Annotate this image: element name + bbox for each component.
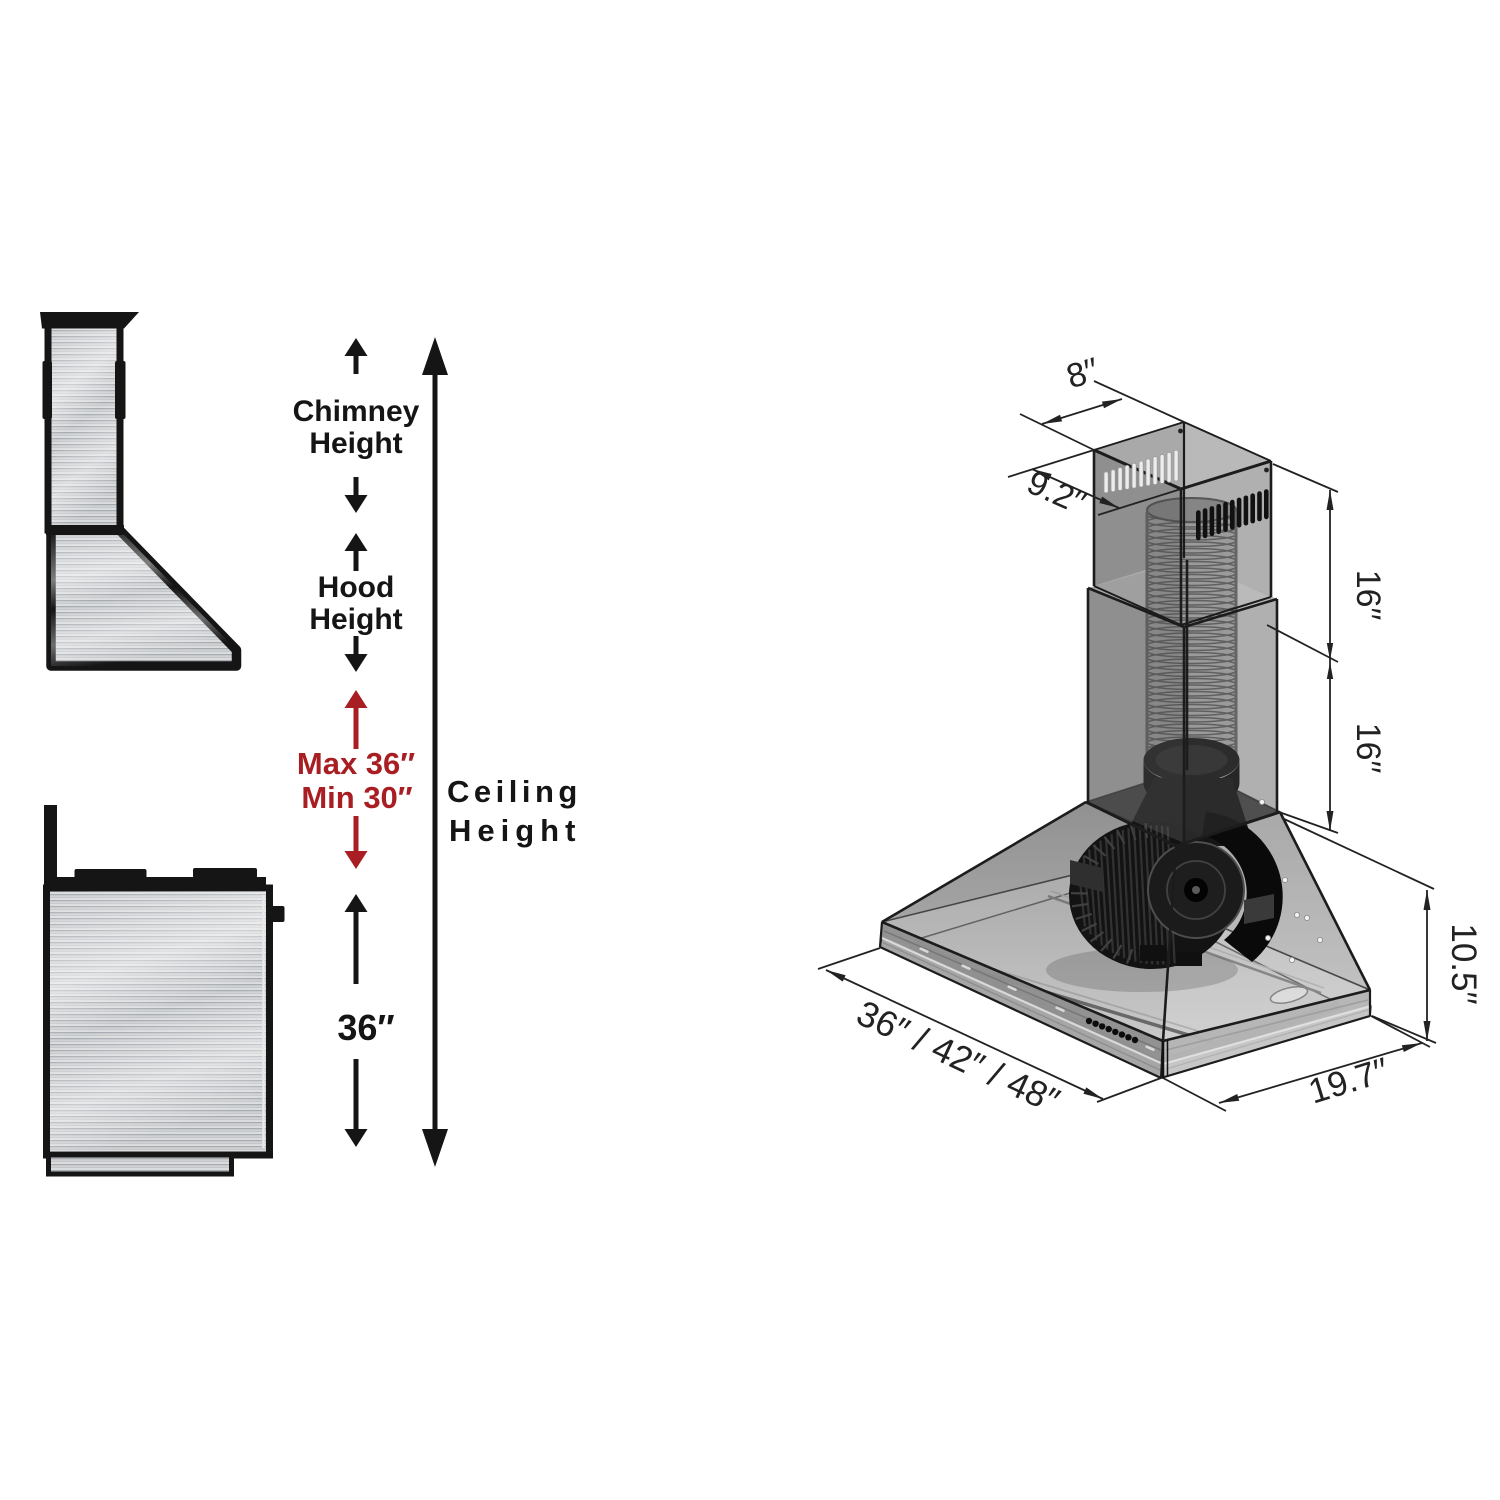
svg-text:Chimney: Chimney — [293, 395, 420, 428]
svg-text:10.5′′: 10.5′′ — [1444, 923, 1483, 1004]
svg-text:16′′: 16′′ — [1349, 570, 1387, 621]
svg-text:8′′: 8′′ — [1062, 351, 1103, 397]
svg-text:Height: Height — [309, 427, 402, 460]
svg-text:Height: Height — [309, 603, 402, 636]
svg-text:Max 36″: Max 36″ — [297, 746, 415, 781]
svg-text:36″: 36″ — [337, 1007, 394, 1048]
svg-text:9.2′′: 9.2′′ — [1021, 463, 1091, 522]
svg-text:Height: Height — [449, 813, 581, 848]
svg-text:Hood: Hood — [318, 571, 395, 604]
svg-text:Min 30″: Min 30″ — [301, 780, 412, 815]
svg-text:19.7′′: 19.7′′ — [1304, 1050, 1393, 1111]
svg-text:16′′: 16′′ — [1349, 723, 1387, 774]
svg-text:Ceiling: Ceiling — [447, 774, 582, 809]
